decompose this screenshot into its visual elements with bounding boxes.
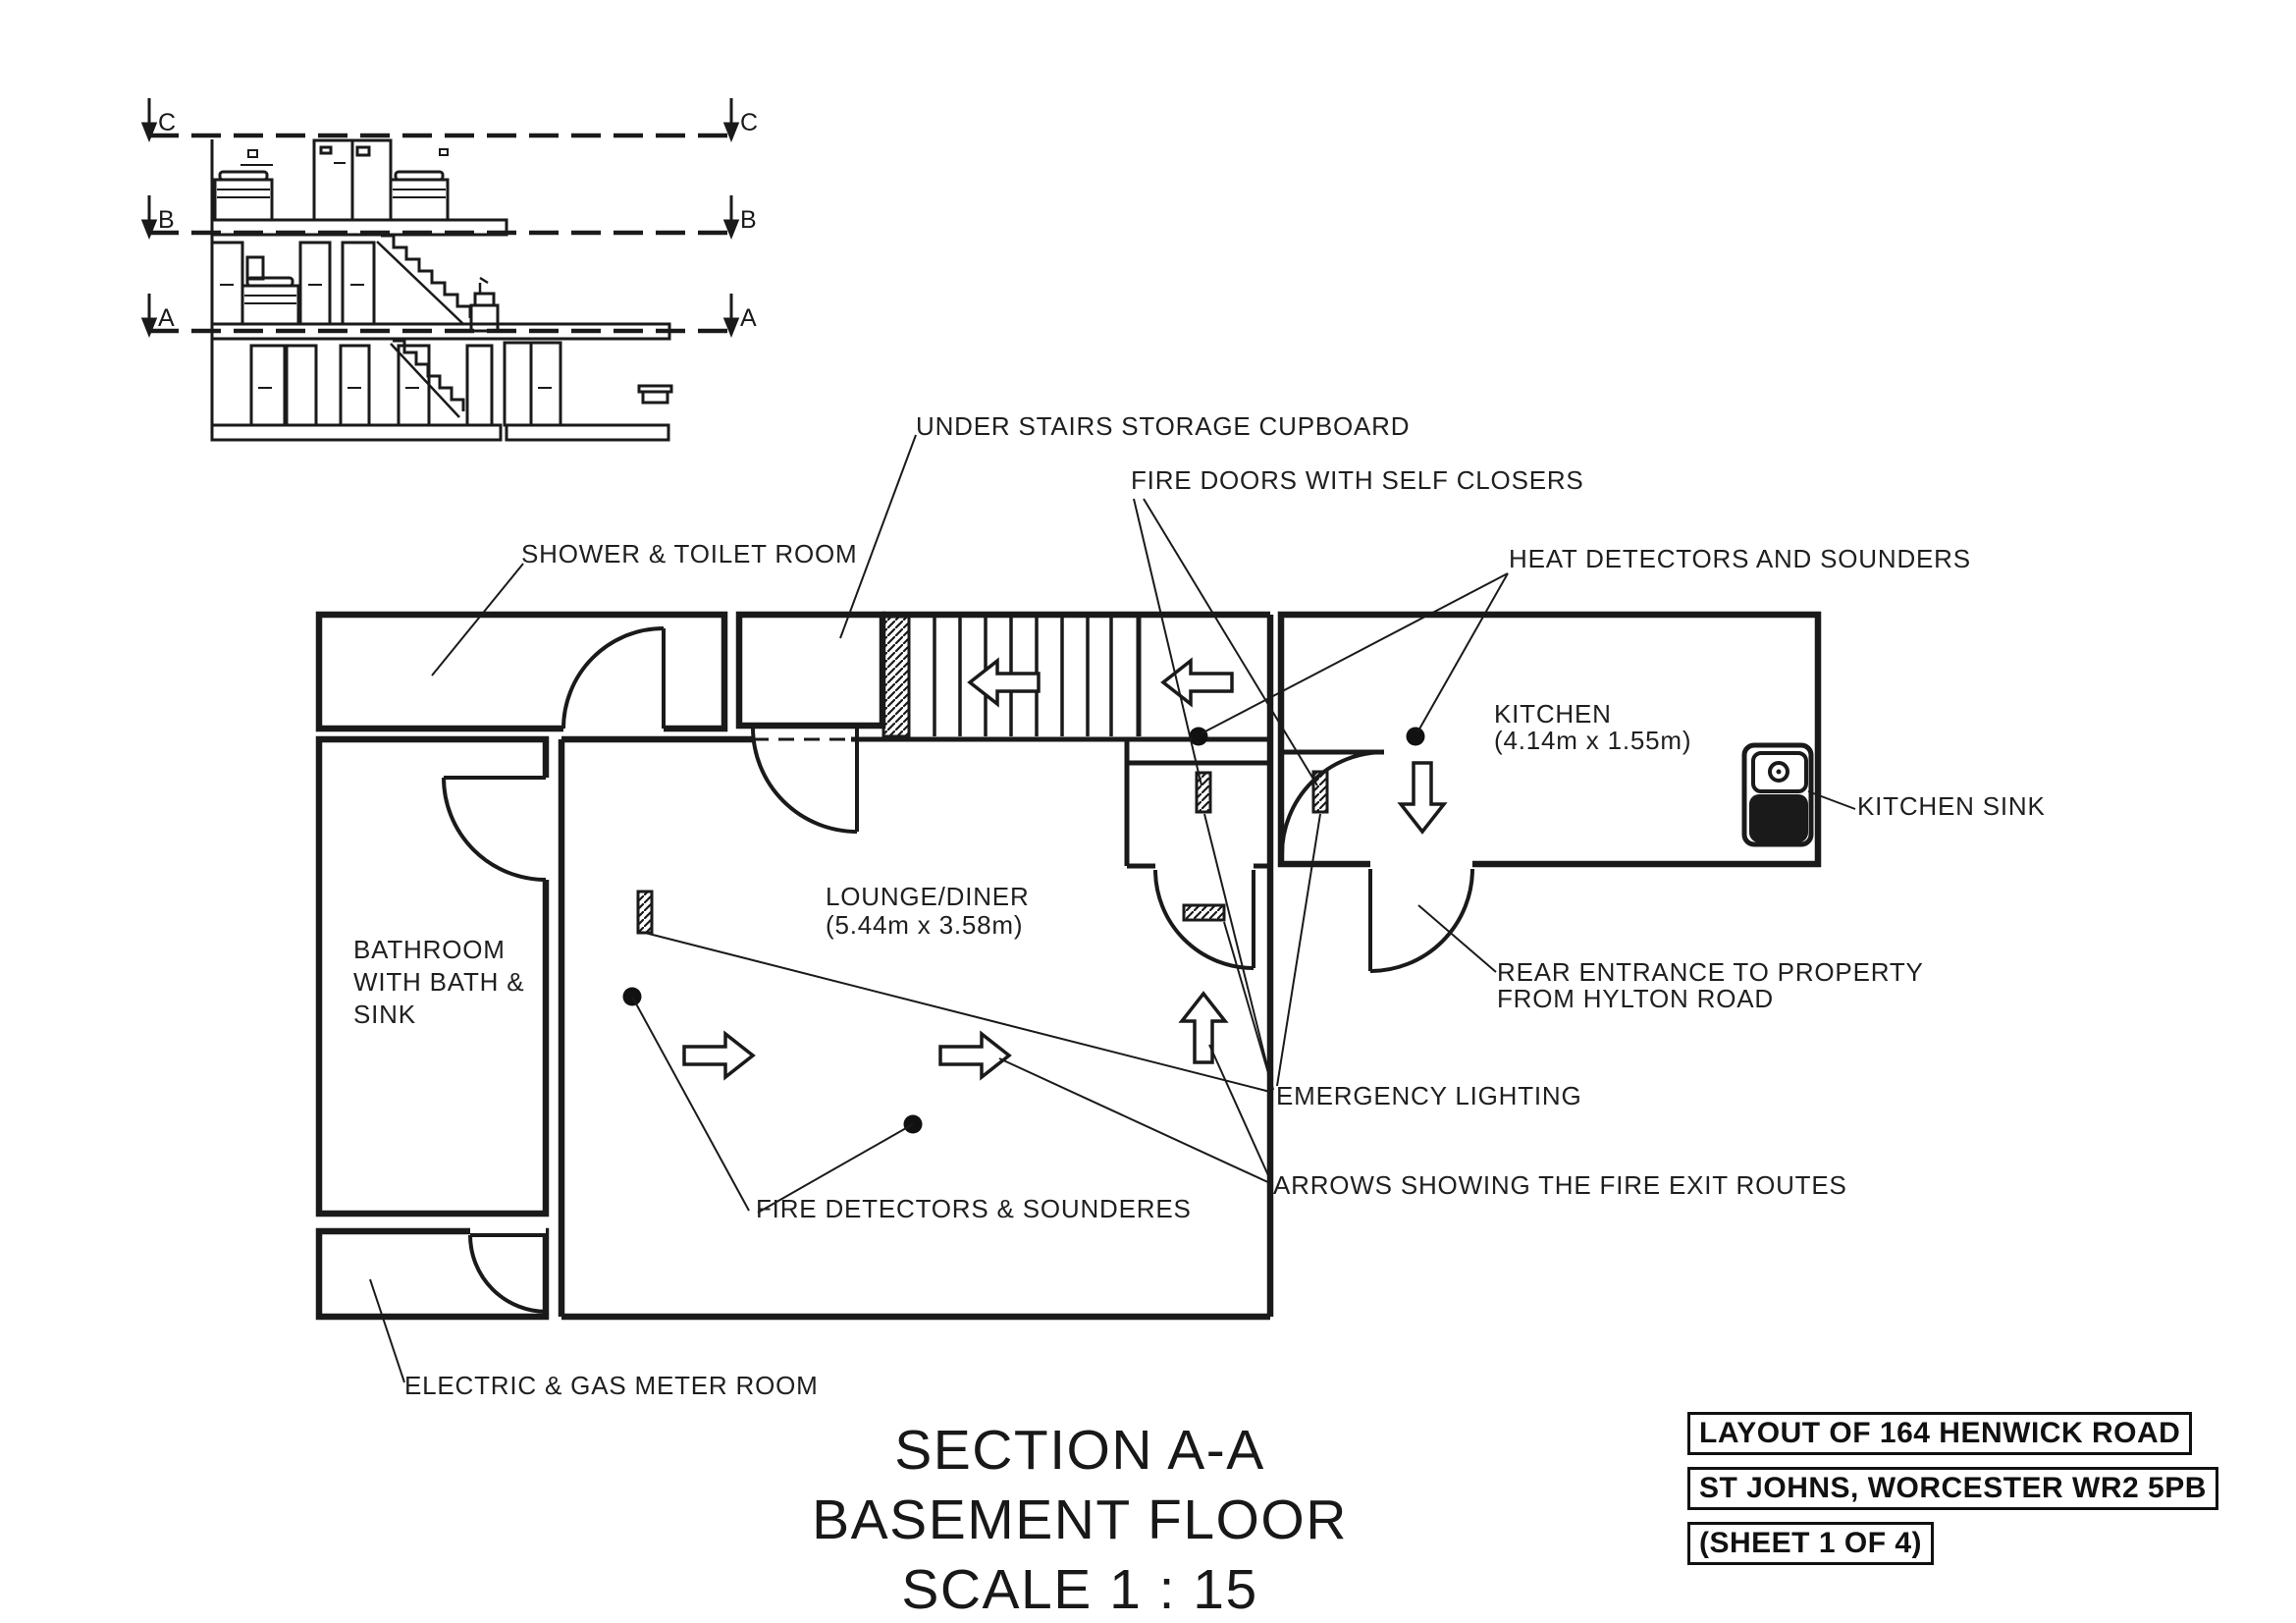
label-bathroom: BATHROOM WITH BATH & SINK (353, 934, 524, 1031)
stairs-lower-section (393, 339, 465, 411)
heat-detector-dot (1406, 727, 1425, 746)
room-meter (315, 1226, 550, 1321)
floor-plan (315, 434, 1856, 1383)
label-kitchen: KITCHEN (4.14m x 1.55m) (1494, 701, 1691, 754)
title-line1: SECTION A-A (894, 1419, 1265, 1482)
door-swing (1280, 750, 1385, 855)
emergency-light-symbol (636, 890, 654, 935)
room-kitchen (1277, 611, 1822, 973)
marker-b-left: B (158, 206, 175, 234)
door-swing (1153, 869, 1255, 970)
bathroom-line2: WITH BATH & (353, 967, 525, 997)
leader-fire-door-2 (1143, 498, 1318, 786)
lounge-name: LOUNGE/DINER (826, 882, 1030, 911)
fire-exit-arrow-right-icon (682, 1030, 756, 1081)
leader-heat-detector-1 (1201, 572, 1509, 734)
door-swing (751, 727, 858, 834)
label-meter-room: ELECTRIC & GAS METER ROOM (404, 1371, 819, 1400)
fire-lobby (1124, 739, 1270, 970)
title-block-row3: (SHEET 1 OF 4) (1687, 1522, 1935, 1565)
label-emergency-lighting: EMERGENCY LIGHTING (1276, 1081, 1582, 1110)
label-fire-exit-arrows: ARROWS SHOWING THE FIRE EXIT ROUTES (1273, 1170, 1847, 1200)
title-line3: SCALE 1 : 15 (901, 1558, 1258, 1621)
bathroom-line1: BATHROOM (353, 935, 506, 964)
fire-exit-arrows (682, 657, 1448, 1081)
leader-heat-detector-2 (1416, 572, 1509, 733)
marker-a-left: A (158, 304, 175, 332)
title-block-address1: LAYOUT OF 164 HENWICK ROAD (1687, 1412, 2193, 1455)
marker-a-right: A (740, 304, 757, 332)
label-rear-entrance: REAR ENTRANCE TO PROPERTY FROM HYLTON RO… (1497, 959, 1924, 1012)
ground-slab-left (210, 423, 503, 442)
fire-exit-arrow-right-icon (938, 1030, 1012, 1081)
fire-exit-arrow-left-icon (967, 657, 1041, 708)
section-line-C (140, 98, 740, 143)
title-line2: BASEMENT FLOOR (812, 1488, 1348, 1551)
stairs-upper-section (381, 234, 472, 318)
leader-emergency-2 (1203, 813, 1274, 1091)
ground-slab-right (505, 423, 670, 442)
room-shower-toilet (315, 611, 728, 733)
leader-sink (1807, 790, 1856, 810)
kitchen-sink-symbol (1741, 742, 1814, 847)
label-heat-detectors: HEAT DETECTORS AND SOUNDERS (1509, 544, 1971, 573)
leader-fire-door-1 (1133, 498, 1202, 786)
mid-level-furniture (210, 234, 500, 333)
kitchen-name: KITCHEN (1494, 699, 1612, 729)
door-swing (561, 626, 665, 730)
door-swing (468, 1234, 548, 1314)
fire-door-symbol-stairs (881, 615, 911, 738)
bathroom-line3: SINK (353, 1000, 416, 1029)
leader-arrows-1 (998, 1057, 1273, 1185)
door-swing (442, 777, 547, 882)
leader-emergency-1 (644, 932, 1271, 1093)
kitchen-dimensions: (4.14m x 1.55m) (1494, 726, 1692, 755)
leader-cupboard (839, 434, 917, 639)
section-line-A (140, 294, 740, 339)
drawing-title: SECTION A-A BASEMENT FLOOR SCALE 1 : 15 (775, 1416, 1384, 1623)
leader-emergency-4 (1223, 921, 1274, 1091)
leader-meter (369, 1278, 405, 1383)
section-line-B (140, 195, 740, 241)
room-bathroom (315, 735, 551, 1217)
rear-entrance-door-swing (1369, 868, 1474, 973)
title-block-sheet: (SHEET 1 OF 4) (1687, 1522, 1935, 1565)
emergency-light-symbol (1182, 903, 1226, 922)
marker-c-right: C (740, 109, 758, 136)
upper-level-furniture (213, 138, 450, 222)
title-block-address2: ST JOHNS, WORCESTER WR2 5PB (1687, 1467, 2218, 1510)
leader-arrows-2 (1208, 1044, 1273, 1185)
rear-entrance-line1: REAR ENTRANCE TO PROPERTY (1497, 957, 1924, 987)
title-block-row2: ST JOHNS, WORCESTER WR2 5PB (1687, 1467, 2218, 1510)
fire-exit-arrow-down-icon (1397, 761, 1448, 835)
leader-emergency-3 (1276, 813, 1321, 1087)
label-fire-doors: FIRE DOORS WITH SELF CLOSERS (1131, 465, 1584, 495)
room-cupboard (735, 611, 886, 730)
lounge-dimensions: (5.44m x 3.58m) (826, 910, 1024, 940)
lower-level-furniture (249, 339, 673, 427)
rear-entrance-line2: FROM HYLTON ROAD (1497, 984, 1774, 1013)
floor-slab-a (210, 322, 671, 341)
title-block-row1: LAYOUT OF 164 HENWICK ROAD (1687, 1412, 2193, 1455)
marker-b-right: B (740, 206, 757, 234)
fire-exit-arrow-up-icon (1178, 991, 1229, 1064)
label-lounge: LOUNGE/DINER (5.44m x 3.58m) (826, 883, 1030, 940)
label-fire-detectors: FIRE DETECTORS & SOUNDERES (756, 1194, 1192, 1223)
leader-rear-entrance (1417, 904, 1497, 973)
emergency-light-symbol (1195, 771, 1212, 814)
room-lounge (558, 615, 1274, 1321)
label-shower-room: SHOWER & TOILET ROOM (521, 539, 858, 568)
leader-fire-detector-1 (631, 996, 750, 1212)
label-understairs-cupboard: UNDER STAIRS STORAGE CUPBOARD (916, 411, 1411, 441)
section-elevation: C C B B A A (140, 98, 758, 442)
marker-c-left: C (158, 109, 176, 136)
leader-shower (431, 563, 524, 676)
leader-lines (369, 434, 1856, 1383)
emergency-light-symbol (1311, 770, 1329, 814)
label-kitchen-sink: KITCHEN SINK (1857, 791, 2046, 821)
leader-fire-detector-2 (757, 1123, 914, 1214)
